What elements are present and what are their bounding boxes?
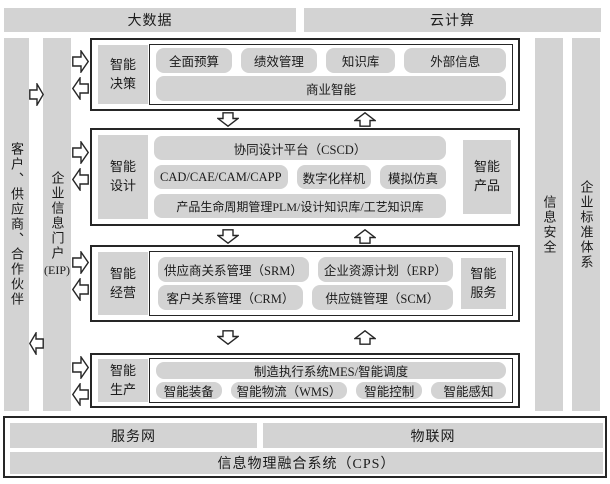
diagram-item: 绩效管理 — [240, 48, 317, 73]
design-items-area: 协同设计平台（CSCD） CAD/CAE/CAM/CAPP 数字化样机 模拟仿真… — [154, 134, 446, 220]
arrow-right-icon — [72, 356, 89, 379]
section-intelligent-decision: 智能决策 全面预算 绩效管理 知识库 外部信息 商业智能 — [90, 38, 520, 111]
iot-label: 物联网 — [410, 429, 456, 445]
diagram-item: 供应商关系管理（SRM） — [158, 257, 309, 282]
section-label-operation: 智能经营 — [98, 252, 148, 315]
arrow-down-icon — [217, 229, 239, 244]
section-intelligent-operation: 智能经营 供应商关系管理（SRM） 企业资源计划（ERP） 客户关系管理（CRM… — [90, 245, 520, 322]
diagram-item: 数字化样机 — [296, 165, 372, 189]
arrow-right-icon — [72, 50, 89, 73]
diagram-item: 企业资源计划（ERP） — [317, 257, 453, 282]
eip-label-latin: (EIP) — [44, 263, 70, 277]
diagram-item: 外部信息 — [404, 48, 506, 73]
standards-label: 企业标准体系 — [578, 179, 594, 270]
diagram-item: 智能控制 — [356, 382, 422, 399]
arrow-right-icon — [72, 251, 89, 274]
info-security-label: 信息安全 — [541, 194, 557, 255]
diagram-item: 智能装备 — [156, 382, 222, 399]
arrow-right-icon — [29, 83, 44, 106]
diagram-item: 产品生命周期管理PLM/设计知识库/工艺知识库 — [154, 194, 446, 218]
arrow-down-icon — [217, 330, 239, 345]
diagram-item: 模拟仿真 — [380, 165, 446, 189]
diagram-item: 协同设计平台（CSCD） — [154, 136, 446, 160]
partners-label: 客户、供应商、合作伙伴 — [9, 142, 24, 307]
arrow-right-icon — [72, 141, 89, 164]
intelligent-product-label: 智能产品 — [463, 140, 511, 214]
iot-bar: 物联网 — [263, 423, 603, 448]
production-inner-box: 制造执行系统MES/智能调度 智能装备 智能物流（WMS） 智能控制 智能感知 — [149, 358, 513, 403]
standards-bar: 企业标准体系 — [572, 38, 600, 411]
operation-inner-box: 供应商关系管理（SRM） 企业资源计划（ERP） 客户关系管理（CRM） 供应链… — [149, 251, 513, 316]
diagram-item: 制造执行系统MES/智能调度 — [156, 362, 506, 379]
diagram-item: 全面预算 — [156, 48, 232, 73]
service-net-label: 服务网 — [111, 429, 156, 445]
diagram-item: 智能物流（WMS） — [230, 382, 348, 399]
section-label-decision: 智能决策 — [98, 45, 148, 104]
cps-label: 信息物理融合系统（CPS） — [217, 457, 396, 472]
arrow-up-icon — [354, 229, 376, 244]
diagram-item: 知识库 — [325, 48, 396, 73]
arrow-left-icon — [72, 278, 89, 301]
cloud-computing-label: 云计算 — [430, 14, 475, 29]
eip-bar: 企业信息门户 (EIP) — [43, 38, 71, 411]
diagram-item: CAD/CAE/CAM/CAPP — [154, 165, 288, 189]
arrow-up-icon — [354, 112, 376, 127]
arrow-left-icon — [72, 383, 89, 406]
diagram-item: 智能感知 — [431, 382, 507, 399]
cloud-computing-bar: 云计算 — [304, 8, 601, 32]
intelligent-service-label: 智能服务 — [460, 258, 506, 309]
network-layer-box: 服务网 物联网 信息物理融合系统（CPS） — [3, 416, 607, 478]
section-label-design: 智能设计 — [98, 135, 148, 219]
diagram-item: 商业智能 — [156, 76, 506, 101]
big-data-bar: 大数据 — [4, 8, 296, 32]
arrow-up-icon — [354, 330, 376, 345]
arrow-left-icon — [72, 77, 89, 100]
section-intelligent-design: 智能设计 协同设计平台（CSCD） CAD/CAE/CAM/CAPP 数字化样机… — [90, 128, 520, 226]
arrow-left-icon — [72, 168, 89, 191]
eip-label-cjk: 企业信息门户 — [49, 171, 65, 261]
section-intelligent-production: 智能生产 制造执行系统MES/智能调度 智能装备 智能物流（WMS） 智能控制 … — [90, 353, 520, 408]
big-data-label: 大数据 — [127, 14, 173, 29]
section-label-production: 智能生产 — [98, 359, 148, 402]
cps-bar: 信息物理融合系统（CPS） — [10, 452, 603, 474]
partners-bar: 客户、供应商、合作伙伴 — [4, 38, 29, 411]
diagram-item: 供应链管理（SCM） — [311, 285, 453, 310]
diagram-item: 客户关系管理（CRM） — [158, 285, 303, 310]
service-net-bar: 服务网 — [10, 423, 257, 448]
arrow-down-icon — [217, 112, 239, 127]
decision-inner-box: 全面预算 绩效管理 知识库 外部信息 商业智能 — [149, 44, 513, 105]
info-security-bar: 信息安全 — [535, 38, 563, 411]
arrow-left-icon — [29, 332, 44, 355]
